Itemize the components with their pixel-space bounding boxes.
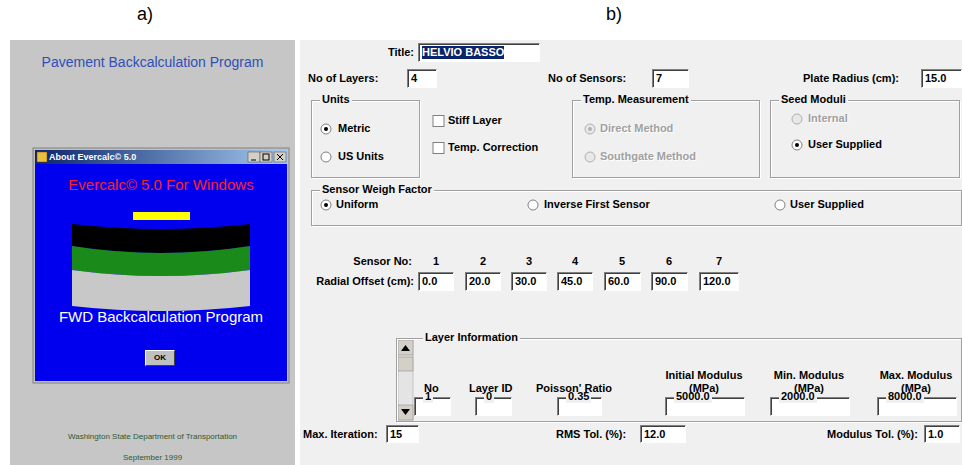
- form-caption: 5: [612, 255, 632, 268]
- form-caption: 1: [426, 255, 446, 268]
- input-field: 15: [386, 425, 419, 443]
- wred-text: Evercalc© 5.0 For Windows: [33, 176, 289, 193]
- field-value: 45.0: [561, 275, 582, 288]
- group-box: Units: [311, 100, 420, 178]
- radio-buttons: [321, 114, 802, 210]
- input-field: 2000.0: [770, 397, 850, 416]
- pfoot-text: September 1999: [10, 453, 295, 462]
- form-caption: User Supplied: [790, 198, 864, 211]
- title-bar: [35, 150, 287, 164]
- wfwd-text: FWD Backcalculation Program: [33, 308, 289, 325]
- group-heading: Units: [320, 93, 352, 106]
- form-caption: No of Layers:: [308, 72, 378, 85]
- form-caption: Layer ID: [469, 382, 512, 395]
- field-value: 1.0: [928, 428, 943, 441]
- form-caption: 6: [659, 255, 679, 268]
- form-caption: Stiff Layer: [448, 114, 502, 127]
- form-caption: Plate Radius (cm):: [803, 72, 899, 85]
- ptitle-text: Pavement Backcalculation Program: [10, 54, 295, 70]
- ok-button: OK: [145, 350, 175, 366]
- field-value: HELVIO BASSO: [422, 46, 504, 59]
- form-caption: RMS Tol. (%):: [556, 428, 626, 441]
- field-value: 12.0: [644, 428, 665, 441]
- input-field: 120.0: [699, 272, 739, 291]
- wtitle-text: About Evercalc© 5.0: [49, 151, 136, 163]
- field-value: 90.0: [655, 275, 676, 288]
- input-field: 12.0: [640, 425, 686, 443]
- form-caption: 3: [519, 255, 539, 268]
- panel-letter: b): [606, 4, 622, 24]
- group-box: Temp. Measurement: [572, 100, 760, 178]
- form-caption: Initial Modulus (MPa): [654, 369, 754, 395]
- panel-letter: a): [137, 4, 153, 24]
- form-caption: Uniform: [336, 198, 378, 211]
- window-icon: [37, 152, 47, 162]
- okt-text: OK: [146, 352, 174, 364]
- scroll-bar: [398, 340, 413, 420]
- form-caption: Radial Offset (cm):: [316, 275, 414, 288]
- field-value: 7: [656, 72, 662, 85]
- input-field: 60.0: [604, 272, 641, 291]
- splash-panel: [10, 40, 295, 465]
- form-caption: 4: [565, 255, 585, 268]
- form-caption: Inverse First Sensor: [544, 198, 650, 211]
- group-heading: Temp. Measurement: [581, 93, 691, 106]
- field-value: 60.0: [608, 275, 629, 288]
- input-field: 30.0: [511, 272, 547, 291]
- input-field: 20.0: [465, 272, 501, 291]
- form-caption: Min. Modulus (MPa): [759, 369, 859, 395]
- input-field: 7: [652, 69, 689, 88]
- form-caption: Max. Iteration:: [303, 428, 378, 441]
- input-field: 8000.0: [877, 397, 957, 416]
- form-caption: Internal: [808, 112, 848, 125]
- check-boxes: [433, 116, 444, 154]
- field-value: 15: [390, 428, 402, 441]
- input-field: 90.0: [651, 272, 688, 291]
- form-caption: Modulus Tol. (%):: [827, 428, 918, 441]
- field-value: 30.0: [515, 275, 536, 288]
- form-caption: Sensor No:: [353, 255, 412, 268]
- form-caption: US Units: [338, 150, 384, 163]
- input-field: 15.0: [921, 69, 962, 88]
- form-caption: No: [424, 382, 439, 395]
- group-heading: Layer Information: [423, 331, 520, 344]
- form-caption: Title:: [388, 46, 414, 59]
- field-value: 0.0: [422, 275, 437, 288]
- about-window: About Evercalc© 5.0Evercalc© 5.0 For Win…: [33, 148, 289, 383]
- form-caption: User Supplied: [808, 138, 882, 151]
- window-frame: [33, 148, 289, 383]
- window-buttons: [248, 152, 286, 162]
- form-caption: Poisson' Ratio: [536, 382, 612, 395]
- form-caption: Temp. Correction: [448, 141, 538, 154]
- window-body: [35, 164, 287, 381]
- field-value: 120.0: [703, 275, 731, 288]
- form-caption: 7: [709, 255, 729, 268]
- input-field: 45.0: [557, 272, 593, 291]
- input-field: 4: [407, 69, 437, 88]
- pfoot-text: Washington State Department of Transport…: [10, 432, 295, 441]
- form-caption: 2: [473, 255, 493, 268]
- form-caption: Max. Modulus (MPa): [871, 369, 961, 395]
- field-value: 4: [411, 72, 417, 85]
- splash-screen: Pavement Backcalculation ProgramWashingt…: [10, 40, 295, 465]
- form-caption: No of Sensors:: [548, 72, 626, 85]
- form-caption: Southgate Method: [600, 150, 696, 163]
- form-caption: Direct Method: [600, 122, 673, 135]
- field-value: 15.0: [925, 72, 946, 85]
- group-heading: Sensor Weigh Factor: [320, 183, 434, 196]
- form-caption: Metric: [338, 122, 370, 135]
- field-value: 20.0: [469, 275, 490, 288]
- input-field: 0.0: [418, 272, 454, 291]
- input-field: 5000.0: [665, 397, 745, 416]
- form-panel: [300, 40, 962, 465]
- input-field: 1.0: [924, 425, 960, 443]
- input-field: 0: [475, 397, 512, 416]
- group-heading: Seed Moduli: [779, 93, 848, 106]
- input-field: HELVIO BASSO: [418, 43, 540, 62]
- pavement-illustration: [72, 212, 250, 311]
- input-field: 1: [414, 397, 451, 416]
- input-field: 0.35: [557, 397, 602, 416]
